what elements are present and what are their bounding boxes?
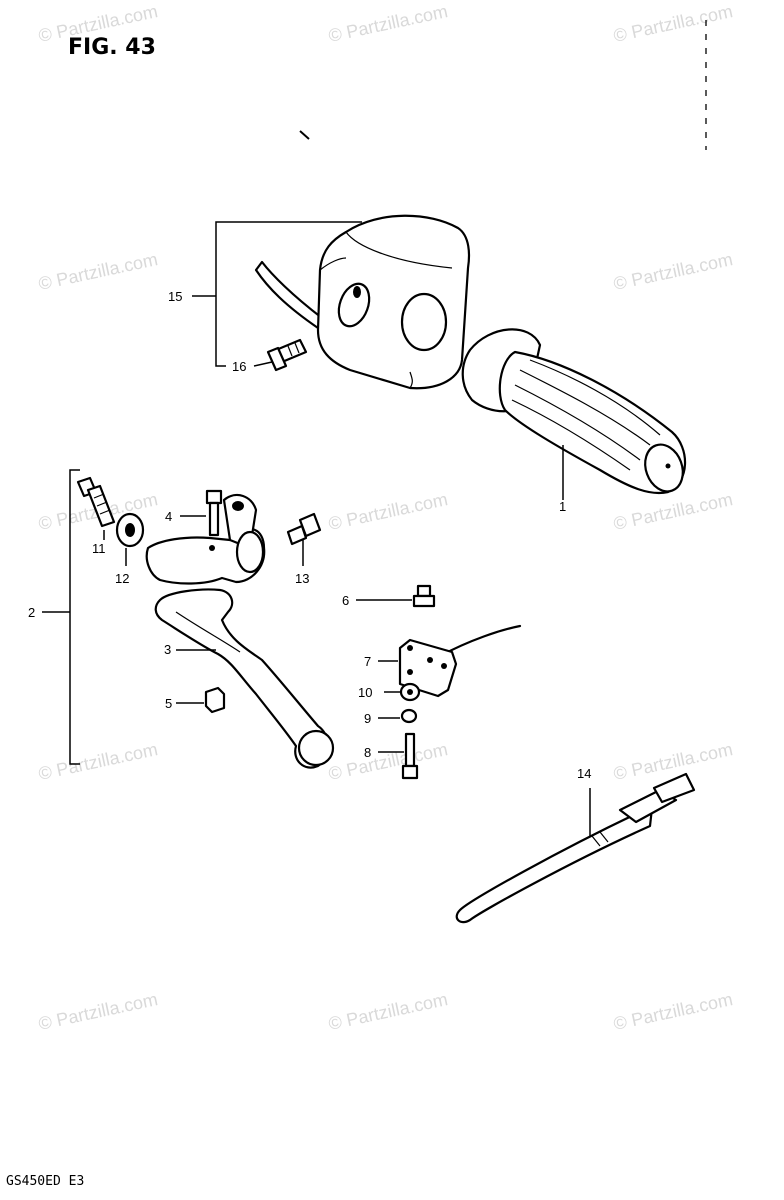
callout-15: 15 <box>168 289 182 304</box>
washer-part-9[interactable] <box>400 708 418 724</box>
bracket-2 <box>69 469 80 765</box>
nut-part-10[interactable] <box>399 682 421 702</box>
watermark-text: © Partzilla.com <box>327 739 450 784</box>
speck-mark <box>299 130 310 140</box>
watermark-text: © Partzilla.com <box>612 989 735 1034</box>
callout-16: 16 <box>232 359 246 374</box>
watermark-text: © Partzilla.com <box>327 989 450 1034</box>
watermark-text: © Partzilla.com <box>327 489 450 534</box>
callout-9: 9 <box>364 711 371 726</box>
callout-12: 12 <box>115 571 129 586</box>
watermark-layer: © Partzilla.com © Partzilla.com © Partzill… <box>37 1 735 1034</box>
handlebar-grip-part-1[interactable] <box>461 328 689 496</box>
watermark-text: © Partzilla.com <box>612 489 735 534</box>
bolt-part-4[interactable] <box>205 489 223 537</box>
leader-16 <box>253 361 273 367</box>
watermark-text: © Partzilla.com <box>612 739 735 784</box>
callout-10: 10 <box>358 685 372 700</box>
watermark-text: © Partzilla.com <box>612 249 735 294</box>
switch-housing-part-15[interactable] <box>254 214 471 390</box>
callout-4: 4 <box>165 509 172 524</box>
screw-part-8[interactable] <box>401 732 419 780</box>
callout-7: 7 <box>364 654 371 669</box>
washer-part-12[interactable] <box>115 512 145 548</box>
watermark-text: © Partzilla.com <box>612 1 735 46</box>
bracket-15-16 <box>215 221 362 367</box>
bolt-part-11[interactable] <box>76 476 116 528</box>
callout-13: 13 <box>295 571 309 586</box>
callout-3: 3 <box>164 642 171 657</box>
callout-8: 8 <box>364 745 371 760</box>
callout-5: 5 <box>165 696 172 711</box>
cable-tie-part-14[interactable] <box>455 772 696 924</box>
callout-6: 6 <box>342 593 349 608</box>
screw-part-6[interactable] <box>412 584 436 608</box>
callout-1: 1 <box>559 499 566 514</box>
watermark-text: © Partzilla.com <box>37 249 160 294</box>
nut-part-5[interactable] <box>204 686 226 714</box>
screw-part-13[interactable] <box>286 512 322 546</box>
callout-11: 11 <box>92 541 106 556</box>
lever-bracket-assembly[interactable] <box>145 493 266 585</box>
figure-title: FIG. 43 <box>68 35 156 60</box>
watermark-text: © Partzilla.com <box>37 989 160 1034</box>
switch-part-7[interactable] <box>398 624 522 698</box>
watermark-text: © Partzilla.com <box>37 739 160 784</box>
watermark-text: © Partzilla.com <box>327 1 450 46</box>
clutch-lever-part-3[interactable] <box>154 588 335 769</box>
callout-2: 2 <box>28 605 35 620</box>
model-code: GS450ED E3 <box>6 1174 84 1189</box>
callout-14: 14 <box>577 766 591 781</box>
screw-part-16[interactable] <box>266 338 308 372</box>
